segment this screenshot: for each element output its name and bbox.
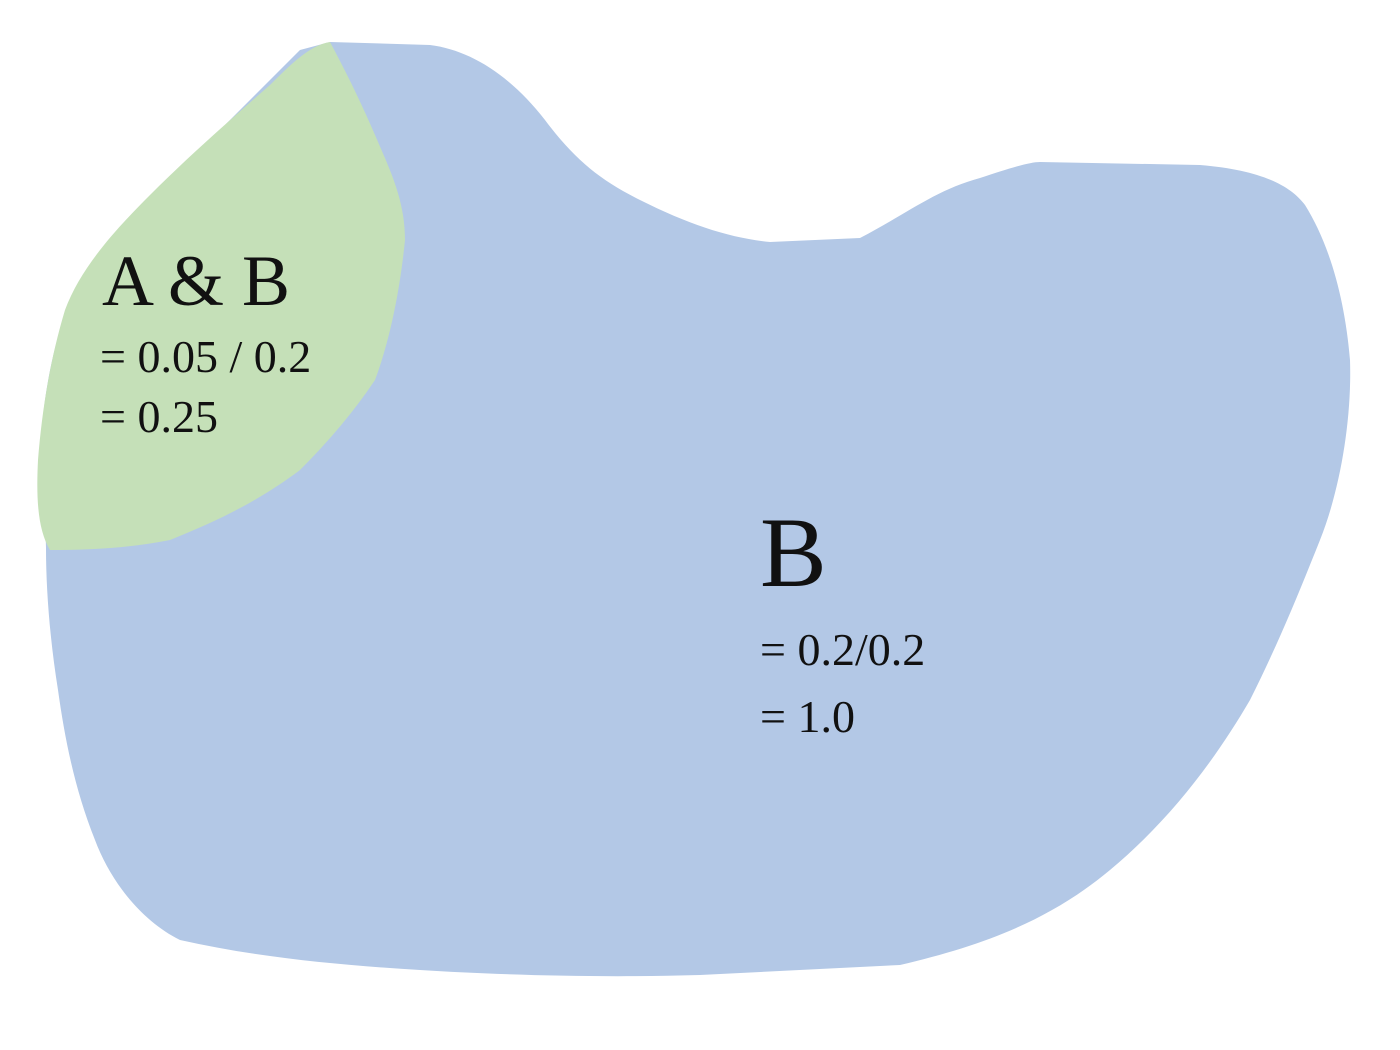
b-title: B — [760, 497, 827, 608]
b-result: = 1.0 — [760, 691, 855, 742]
b-equation: = 0.2/0.2 — [760, 624, 926, 675]
a-and-b-title: A & B — [102, 241, 291, 321]
a-and-b-equation: = 0.05 / 0.2 — [100, 331, 312, 382]
region-a-and-b-shape — [37, 42, 405, 550]
a-and-b-result: = 0.25 — [100, 391, 218, 442]
